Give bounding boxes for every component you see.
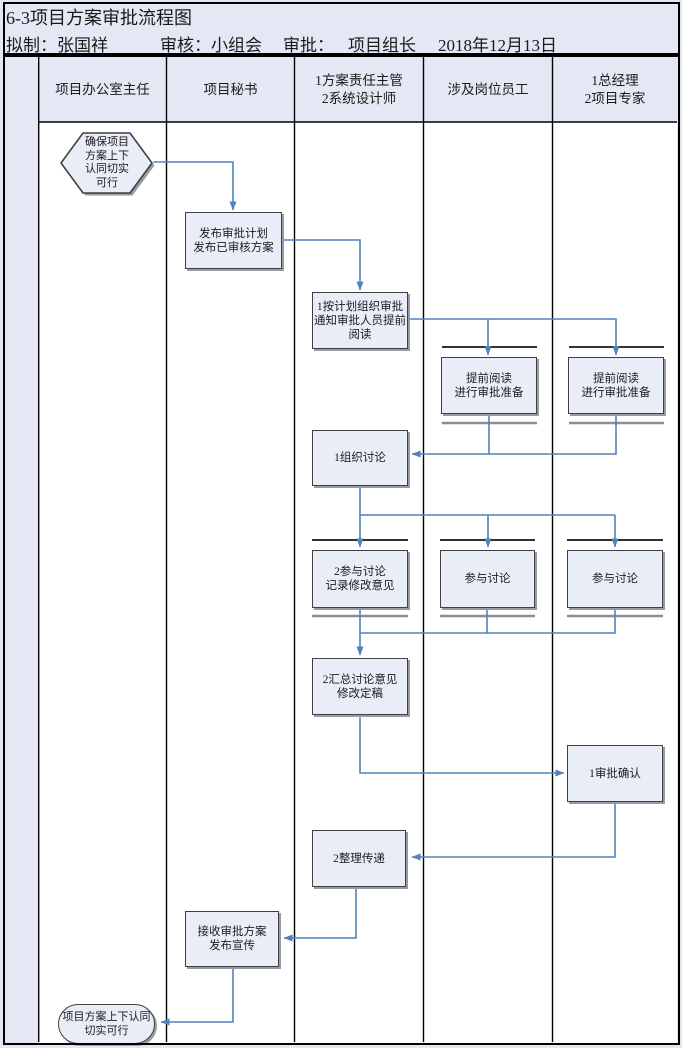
flow-node-start: 确保项目 方案上下 认同切实 可行 — [60, 132, 158, 198]
flow-node-approval-confirm: 1审批确认 — [567, 745, 663, 802]
meta-row: 拟制：张国祥 审核：小组会 审批： 项目组长 2018年12月13日 — [0, 31, 682, 55]
meta-date: 2018年12月13日 — [438, 36, 557, 55]
meta-approved-label: 审批： — [283, 36, 334, 55]
page-title: 6-3项目方案审批流程图 — [6, 8, 192, 28]
flow-node-summarize-finalize: 2汇总讨论意见 修改定稿 — [312, 658, 408, 715]
flow-node-join-discussion-expert: 参与讨论 — [567, 550, 663, 608]
lane-header-plan-supervisor-designer: 1方案责任主管 2系统设计师 — [315, 72, 403, 106]
flow-node-organize-review: 1按计划组织审批 通知审批人员提前 阅读 — [312, 292, 408, 349]
flow-node-start-label: 确保项目 方案上下 认同切实 可行 — [85, 136, 129, 189]
meta-reviewed: 审核：小组会 — [160, 36, 262, 55]
hexagon-shape — [60, 132, 155, 196]
lane-header-project-secretary: 项目秘书 — [203, 81, 258, 97]
flow-node-preread-expert: 提前阅读 进行审批准备 — [568, 357, 664, 414]
flow-node-organize-discussion: 1组织讨论 — [312, 430, 408, 486]
lane-header-involved-staff: 涉及岗位员工 — [447, 81, 529, 97]
title-divider — [3, 53, 678, 57]
flow-node-join-discussion-staff: 参与讨论 — [440, 550, 535, 608]
flow-node-end: 项目方案上下认同 切实可行 — [58, 1004, 155, 1044]
flow-node-join-discussion-record: 2参与讨论 记录修改意见 — [312, 550, 408, 608]
flow-node-publish-plan: 发布审批计划 发布已审核方案 — [185, 212, 282, 269]
lane-header-gm-expert: 1总经理 2项目专家 — [584, 72, 646, 106]
flow-node-preread-staff: 提前阅读 进行审批准备 — [441, 357, 537, 414]
meta-prepared: 拟制：张国祥 — [6, 36, 108, 55]
meta-approver: 项目组长 — [348, 36, 416, 55]
lane-header-project-office-director: 项目办公室主任 — [55, 81, 150, 97]
flow-node-receive-publicize: 接收审批方案 发布宣传 — [185, 911, 279, 967]
flow-node-arrange-deliver: 2整理传递 — [312, 830, 406, 887]
